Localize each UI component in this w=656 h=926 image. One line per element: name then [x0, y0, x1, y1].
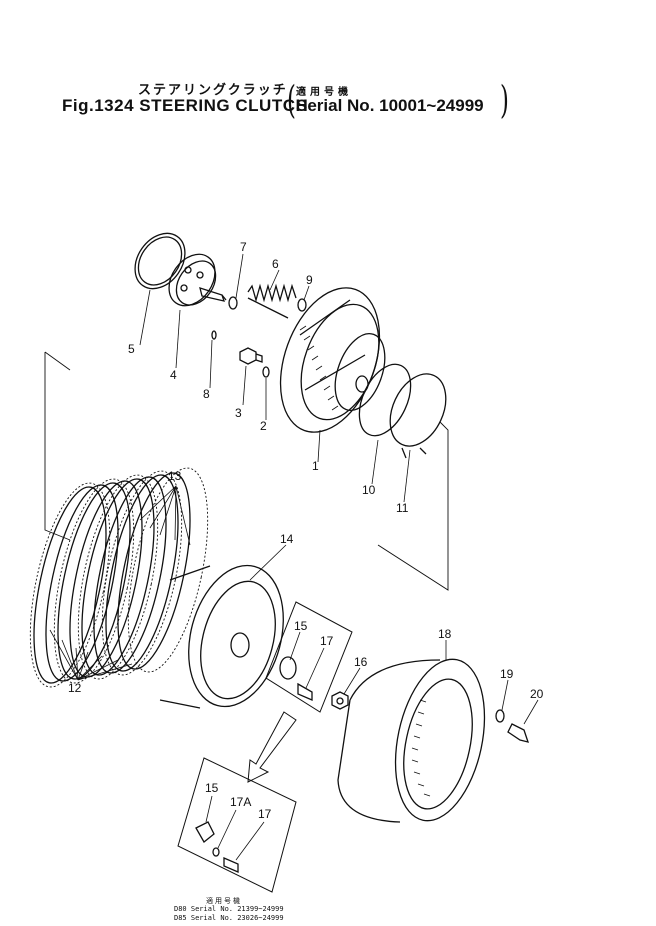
left-paren: ( — [286, 78, 296, 122]
inset-part-17[interactable] — [223, 857, 239, 873]
callout-7: 7 — [240, 240, 247, 254]
figure-title: Fig.1324 STEERING CLUTCH — [62, 96, 309, 115]
right-paren: ) — [499, 78, 509, 122]
inset-part-15[interactable] — [195, 821, 215, 843]
section-line-left — [44, 351, 71, 541]
inset-box-upper — [265, 601, 353, 713]
part-12-13-disc-stack[interactable] — [20, 467, 204, 689]
callout-1: 1 — [312, 459, 319, 473]
callout-5: 5 — [128, 342, 135, 356]
callout-13: 13 — [168, 469, 182, 483]
footnote-line-1: D80 Serial No. 21399~24999 — [174, 905, 284, 913]
callout-17: 17 — [320, 634, 334, 648]
part-16-nut[interactable] — [331, 691, 349, 710]
title-japanese: ステアリングクラッチ — [138, 83, 288, 98]
part-10-snap-ring[interactable] — [349, 356, 421, 443]
callout-14: 14 — [280, 532, 294, 546]
callout-18: 18 — [438, 627, 452, 641]
part-6-spring[interactable] — [247, 283, 297, 319]
section-line-right — [377, 421, 449, 591]
inset-callout-15: 15 — [205, 781, 219, 795]
part-8-pin[interactable] — [211, 330, 217, 340]
callout-6: 6 — [272, 257, 279, 271]
inset-box-lower — [177, 757, 297, 893]
leader-lines — [49, 253, 539, 861]
part-15-plate[interactable] — [279, 656, 297, 680]
part-14-pressure-plate[interactable] — [159, 555, 298, 717]
serial-range: Serial No. 10001~24999 — [296, 96, 484, 115]
part-4-hub[interactable] — [160, 246, 227, 315]
part-7-washer[interactable] — [228, 296, 238, 310]
part-17-bolt[interactable] — [297, 682, 313, 701]
part-11-retaining-ring[interactable] — [379, 365, 456, 459]
footnote-heading: 適用号機 — [206, 897, 242, 905]
inset-part-17a[interactable] — [212, 847, 220, 857]
inset-callout-17: 17 — [258, 807, 272, 821]
callout-15: 15 — [294, 619, 308, 633]
part-18-outer-drum[interactable] — [337, 651, 498, 829]
callout-16: 16 — [354, 655, 368, 669]
callout-3: 3 — [235, 406, 242, 420]
part-1-clutch-drum[interactable] — [262, 274, 398, 446]
disc-teeth — [29, 467, 209, 688]
part-2-washer[interactable] — [262, 366, 270, 378]
callout-4: 4 — [170, 368, 177, 382]
callout-19: 19 — [500, 667, 514, 681]
footnote-line-2: D85 Serial No. 23026~24999 — [174, 914, 284, 922]
part-9-ring[interactable] — [297, 298, 307, 312]
callout-2: 2 — [260, 419, 267, 433]
callout-12: 12 — [68, 681, 82, 695]
callout-11: 11 — [396, 501, 409, 515]
callout-20: 20 — [530, 687, 544, 701]
title-japanese-serial: 適用号機 — [296, 87, 352, 98]
direction-arrow — [247, 711, 297, 783]
part-3-bolt[interactable] — [239, 347, 263, 365]
callout-10: 10 — [362, 483, 376, 497]
part-18-internal-teeth — [411, 699, 431, 797]
part-1-splines — [299, 325, 339, 411]
inset-callout-17a: 17A — [230, 795, 251, 809]
callout-8: 8 — [203, 387, 210, 401]
part-5-o-ring[interactable] — [125, 224, 195, 298]
callout-9: 9 — [306, 273, 313, 287]
part-19-washer[interactable] — [495, 709, 505, 723]
part-20-bolt[interactable] — [507, 723, 529, 743]
